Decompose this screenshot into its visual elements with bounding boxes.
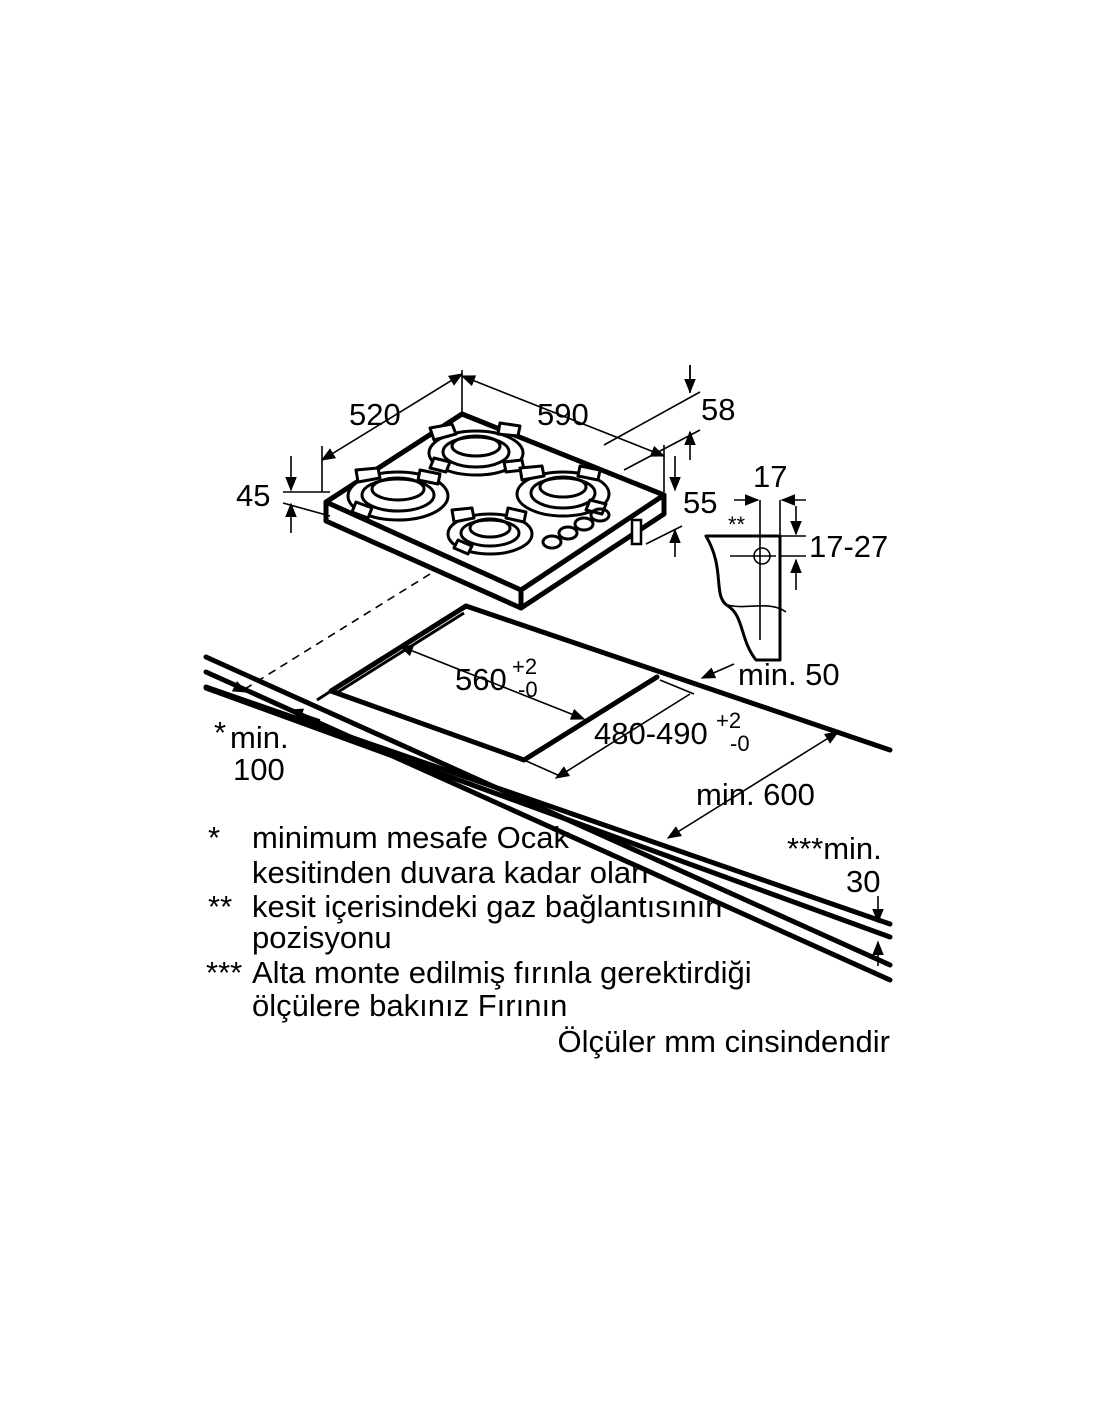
hob-dimension-lines (239, 365, 701, 693)
note-1-line2: kesitinden duvara kadar olan (252, 855, 648, 890)
cutout-dimension-lines (209, 645, 884, 966)
counter-min-label: min. 600 (696, 777, 815, 812)
top-right-label: 58 (701, 392, 735, 427)
note-2-line1: kesit içerisindeki gaz bağlantısının (252, 889, 722, 924)
front-min-star: * (214, 715, 226, 750)
cutout-width-tol-minus: -0 (518, 677, 538, 702)
cutout-depth-tol-plus: +2 (716, 708, 741, 733)
cutout-depth-tol-minus: -0 (730, 731, 750, 756)
gas-connector (630, 518, 643, 546)
note-1-line1: minimum mesafe Ocak (252, 820, 569, 855)
bottom-right-line1: ***min. (787, 831, 882, 866)
note-3-line1: Alta monte edilmiş fırınla gerektirdiği (252, 955, 752, 990)
note-1-marker: * (208, 820, 220, 855)
cutout-width-label: 560 (455, 662, 507, 697)
units-note: Ölçüler mm cinsindendir (558, 1024, 891, 1059)
section-detail (704, 494, 806, 662)
control-knobs (541, 507, 611, 550)
note-3-marker: *** (206, 955, 242, 990)
burner-left (346, 466, 450, 522)
gap-marker-label: ** (728, 512, 746, 537)
height-right-label: 55 (683, 485, 717, 520)
height-left-label: 45 (236, 478, 270, 513)
front-min-line2: 100 (233, 752, 285, 787)
bottom-right-line2: 30 (846, 864, 880, 899)
front-min-line1: min. (230, 720, 289, 755)
note-3-line2: ölçülere bakınız Fırının (252, 988, 567, 1023)
gap-label: 17 (753, 459, 787, 494)
cutout-depth-label: 480-490 (594, 716, 708, 751)
depth-label: 520 (349, 397, 401, 432)
hob (323, 411, 667, 611)
width-label: 590 (537, 397, 589, 432)
notes: * minimum mesafe Ocak kesitinden duvara … (206, 820, 890, 1059)
burner-front (446, 506, 534, 556)
cutout-width-tol-plus: +2 (512, 654, 537, 679)
countertop (203, 603, 893, 983)
wall-range-label: 17-27 (809, 529, 888, 564)
burner-right (515, 464, 611, 518)
back-min-label: min. 50 (738, 657, 840, 692)
note-2-marker: ** (208, 889, 232, 924)
note-2-line2: pozisyonu (252, 920, 392, 955)
burner-rear (427, 421, 526, 477)
